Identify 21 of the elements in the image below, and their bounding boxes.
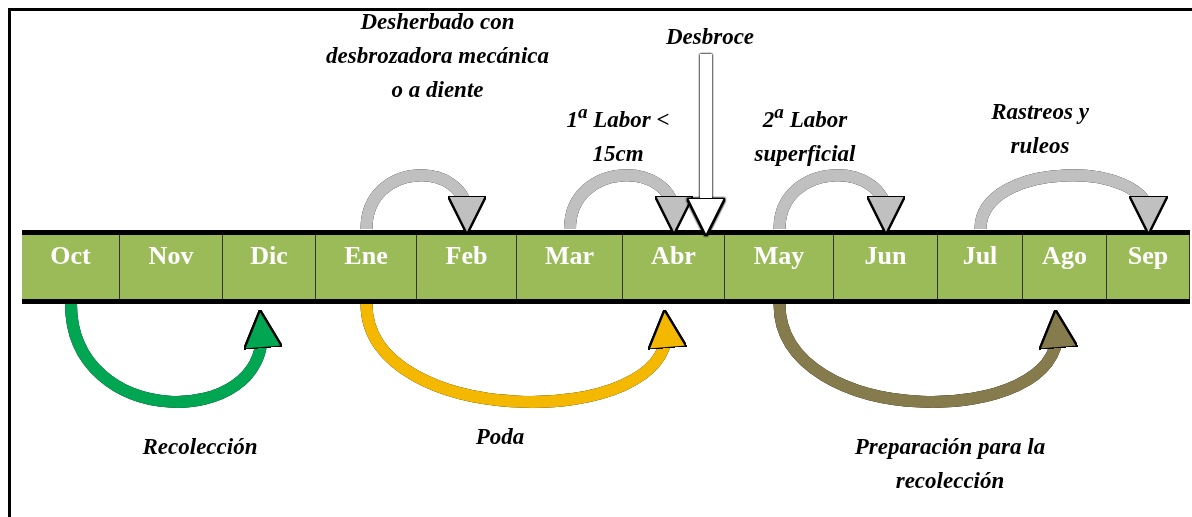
month-cell: May — [725, 235, 834, 299]
edge-label: Recolección — [141, 433, 259, 461]
month-cell: Oct — [22, 235, 120, 299]
month-cell: Dic — [223, 235, 316, 299]
month-cell: Nov — [120, 235, 223, 299]
edge-label: 2$^{a}$ Labor superficial — [753, 100, 857, 168]
edge-label: Rastreos y ruleos — [990, 98, 1090, 160]
month-cell: Jul — [938, 235, 1023, 299]
edge-label: Desherbado con desbrozadora mecánica o a diente — [325, 8, 550, 104]
edge-label: Poda — [474, 423, 526, 451]
month-cell: Jun — [834, 235, 938, 299]
month-cell: Ago — [1023, 235, 1107, 299]
month-cell: Ene — [316, 235, 417, 299]
edge-label: 1$^{a}$ Labor < 15cm — [565, 100, 671, 168]
curved-arrow — [65, 303, 281, 408]
month-cell: Mar — [517, 235, 623, 299]
month-cell: Feb — [417, 235, 517, 299]
month-cell: Sep — [1107, 235, 1190, 299]
activity-label: Desbroce — [640, 22, 780, 52]
month-cell: Abr — [623, 235, 725, 299]
edge-label: Preparación para la recolección — [853, 433, 1047, 495]
